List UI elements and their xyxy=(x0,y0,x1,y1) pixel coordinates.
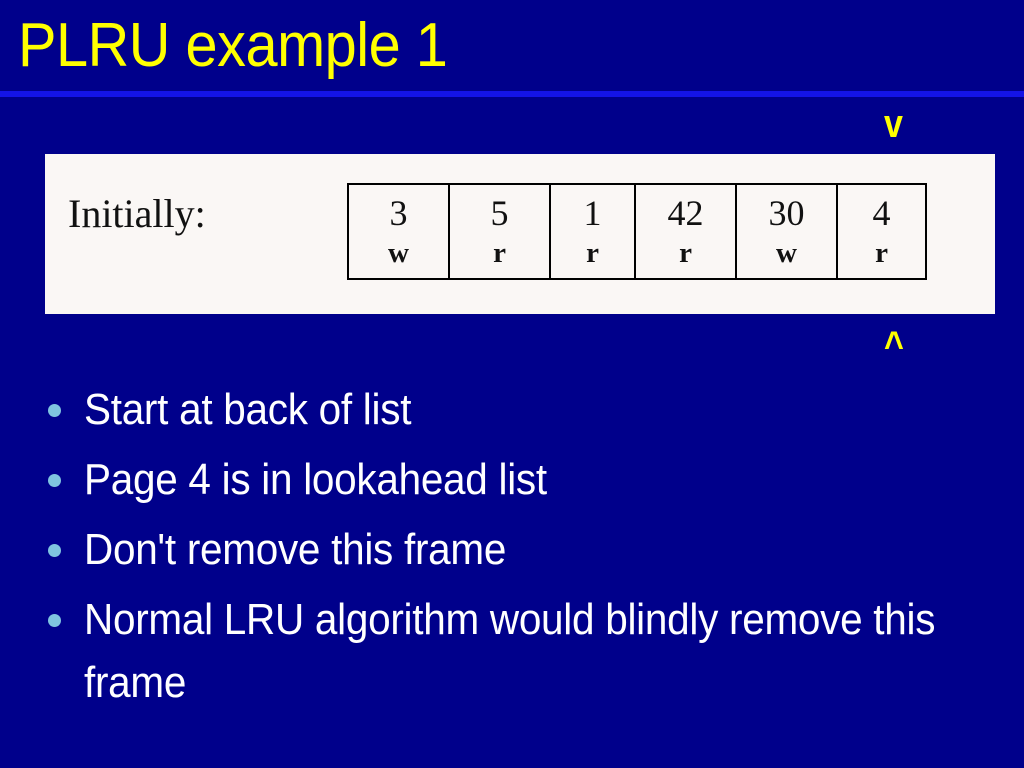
frame-mode: r xyxy=(586,237,599,269)
list-item: Don't remove this frame xyxy=(42,518,982,581)
list-item-label: Don't remove this frame xyxy=(84,525,507,574)
list-item: Start at back of list xyxy=(42,378,982,441)
frame-page: 30 xyxy=(768,193,805,233)
page-title: PLRU example 1 xyxy=(18,11,448,80)
frame-page: 5 xyxy=(490,193,509,233)
bullet-dot-icon xyxy=(48,544,61,557)
frame-page: 1 xyxy=(583,193,602,233)
list-item-label: Page 4 is in lookahead list xyxy=(84,455,547,504)
figure-panel: Initially: 3 w 5 r xyxy=(45,154,995,314)
frame-table: 3 w 5 r 1 r xyxy=(347,183,927,280)
bullet-dot-icon xyxy=(48,614,61,627)
frame-cell-3: 42 r xyxy=(634,183,737,280)
list-item-label: Start at back of list xyxy=(84,385,412,434)
list-item: Normal LRU algorithm would blindly remov… xyxy=(42,588,982,714)
bullet-dot-icon xyxy=(48,474,61,487)
frame-cell-1: 5 r xyxy=(448,183,551,280)
table-row: 3 w 5 r 1 r xyxy=(347,183,927,280)
bullet-list: Start at back of list Page 4 is in looka… xyxy=(42,378,982,721)
list-item: Page 4 is in lookahead list xyxy=(42,448,982,511)
chevron-down-icon: v xyxy=(884,102,903,146)
frame-mode: r xyxy=(493,237,506,269)
frame-page: 4 xyxy=(872,193,891,233)
frame-mode: r xyxy=(875,237,888,269)
frame-cell-2: 1 r xyxy=(549,183,636,280)
list-item-label: Normal LRU algorithm would blindly remov… xyxy=(84,595,936,707)
figure-label: Initially: xyxy=(68,191,206,236)
frame-page: 42 xyxy=(667,193,704,233)
frame-cell-5: 4 r xyxy=(836,183,927,280)
frame-cell-0: 3 w xyxy=(347,183,450,280)
frame-mode: w xyxy=(776,237,797,269)
bullet-dot-icon xyxy=(48,404,61,417)
frame-page: 3 xyxy=(389,193,408,233)
title-divider xyxy=(0,91,1024,97)
frame-mode: r xyxy=(679,237,692,269)
chevron-up-icon: ^ xyxy=(884,324,904,368)
frame-mode: w xyxy=(388,237,409,269)
frame-cell-4: 30 w xyxy=(735,183,838,280)
